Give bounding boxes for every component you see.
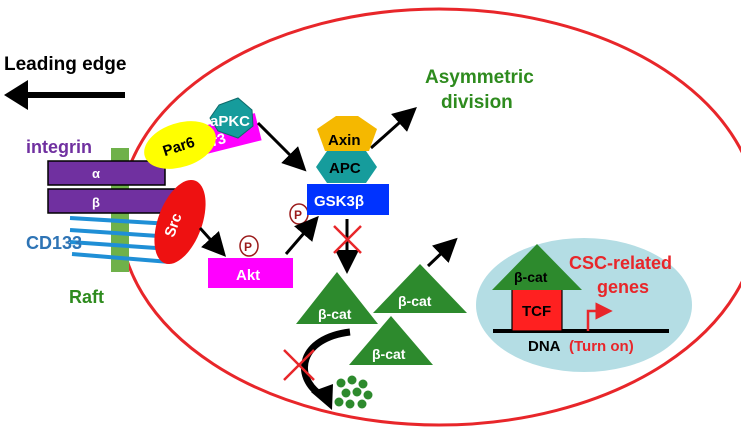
gsk3b-label: GSK3β — [314, 193, 364, 210]
turn-on-label: (Turn on) — [569, 338, 634, 355]
arrow-akt-to-gsk3b — [284, 215, 319, 255]
bcat-label-nucleus: β-cat — [514, 269, 548, 285]
phospho-gsk3b: P — [289, 203, 309, 225]
bcat-triangle-left — [296, 272, 378, 324]
csc-genes-line1: CSC-related — [569, 253, 672, 273]
arrow-bcat-upward — [426, 237, 458, 268]
leading-edge-arrow — [4, 80, 125, 110]
gsk3b-box — [307, 184, 389, 215]
asymmetric-division-line1: Asymmetric — [425, 67, 534, 88]
csc-genes-line2: genes — [597, 277, 649, 297]
apc-label: APC — [329, 160, 361, 177]
tcf-label: TCF — [522, 303, 551, 320]
phospho-akt: P — [239, 235, 259, 257]
bcat-label-right: β-cat — [398, 293, 432, 309]
svg-text:P: P — [244, 240, 252, 254]
leading-edge-label: Leading edge — [4, 54, 126, 75]
arrow-src-to-akt — [198, 226, 227, 257]
dna-label: DNA — [528, 338, 561, 355]
axin-shape — [317, 116, 377, 151]
raft-label: Raft — [69, 287, 104, 307]
bcat-triangle-nucleus — [492, 244, 582, 290]
apkc-complex — [209, 97, 254, 139]
transcription-arrow — [586, 302, 613, 331]
arrow-to-asymmetric-division — [370, 107, 417, 150]
bcat-label-bottom: β-cat — [372, 346, 406, 362]
src-complex — [154, 179, 206, 265]
integrin-beta-label: β — [92, 195, 100, 210]
integrin-alpha-box — [47, 160, 166, 186]
akt-label: Akt — [236, 267, 260, 284]
cd133-label: CD133 — [26, 233, 82, 253]
apc-shape — [316, 151, 377, 183]
inhibition-cross-degradation — [283, 349, 315, 381]
integrin-label: integrin — [26, 137, 92, 157]
axin-label: Axin — [328, 132, 361, 149]
tcf-box — [511, 288, 563, 332]
apkc-label: aPKC — [210, 113, 250, 130]
degradation-arrowhead — [311, 384, 333, 410]
arrow-par-to-gsk3b — [256, 121, 307, 172]
bcat-triangle-bottom — [349, 316, 433, 365]
akt-box — [208, 258, 293, 288]
par6-complex: Par6 — [144, 121, 216, 169]
bcat-triangle-right — [373, 264, 467, 313]
svg-text:P: P — [294, 208, 302, 222]
inhibition-cross-gsk3b — [333, 225, 362, 254]
degraded-bcat-fragments — [334, 375, 373, 409]
integrin-alpha-label: α — [92, 166, 100, 181]
bcat-label-left: β-cat — [318, 306, 352, 322]
asymmetric-division-line2: division — [441, 92, 513, 113]
